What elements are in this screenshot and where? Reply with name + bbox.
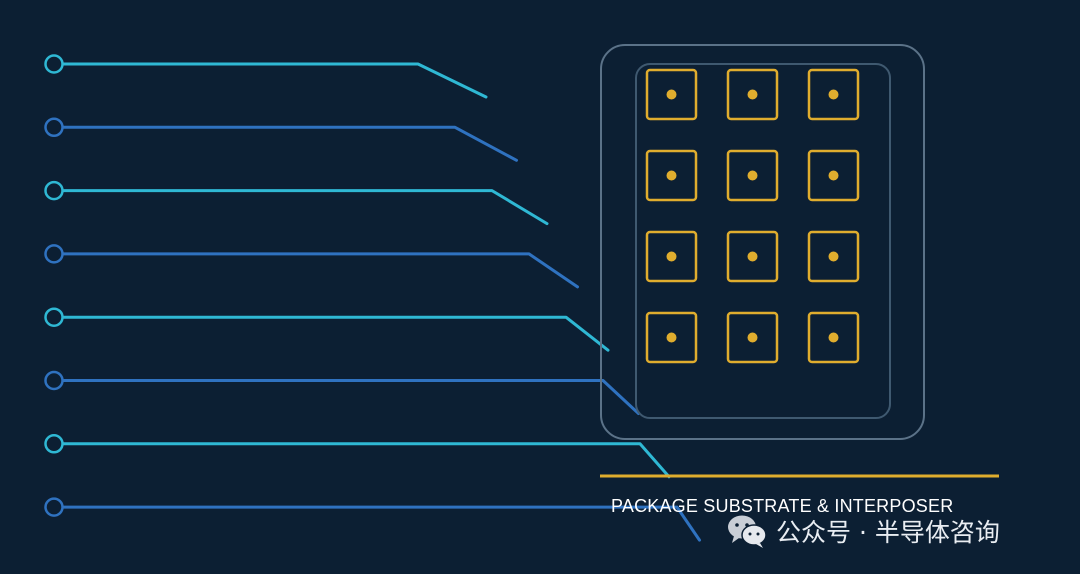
pad-outline — [807, 230, 860, 283]
pad-outline — [726, 149, 779, 202]
bond-pad — [645, 230, 698, 283]
pad-dot — [666, 251, 677, 262]
trace-7 — [44, 434, 671, 479]
pad-outline — [726, 68, 779, 121]
bond-pad — [645, 311, 698, 364]
pad-dot — [666, 170, 677, 181]
trace-terminal — [44, 180, 64, 201]
trace-line — [61, 379, 640, 415]
pad-outline — [645, 68, 698, 121]
pad-outline — [645, 230, 698, 283]
trace-line — [61, 189, 549, 226]
bond-pad — [807, 68, 860, 121]
watermark-text: 公众号 · 半导体咨询 — [776, 518, 1000, 547]
pad-dot — [666, 89, 677, 100]
substrate-label: PACKAGE SUBSTRATE & INTERPOSER — [611, 496, 953, 516]
trace-line — [61, 442, 671, 479]
pad-dot — [747, 89, 758, 100]
pad-dot — [828, 332, 839, 343]
pad-outline — [726, 230, 779, 283]
pad-dot — [747, 332, 758, 343]
pad-outline — [807, 149, 860, 202]
bond-pad — [645, 149, 698, 202]
trace-terminal — [44, 497, 64, 517]
pad-outline — [807, 311, 860, 364]
die-outline — [635, 63, 891, 419]
pad-dot — [747, 251, 758, 262]
trace-terminal — [44, 54, 64, 74]
pad-dot — [828, 89, 839, 100]
bond-pad — [726, 68, 779, 121]
pad-dot — [828, 251, 839, 262]
trace-5 — [44, 307, 610, 352]
pad-outline — [726, 311, 779, 364]
bond-pad — [726, 311, 779, 364]
trace-6 — [44, 370, 640, 415]
bond-pad — [726, 149, 779, 202]
pad-outline — [807, 68, 860, 121]
trace-4 — [44, 244, 579, 289]
bond-pad — [807, 230, 860, 283]
package-outline — [600, 44, 925, 440]
pad-grid — [645, 68, 860, 364]
pad-dot — [666, 332, 677, 343]
wechat-icon — [728, 515, 767, 548]
pad-outline — [645, 311, 698, 364]
bond-pad — [645, 68, 698, 121]
trace-line — [61, 252, 579, 289]
trace-line — [61, 125, 518, 162]
trace-terminal — [44, 434, 64, 454]
trace-terminal — [44, 307, 64, 327]
watermark: 公众号 · 半导体咨询 — [726, 512, 1000, 550]
bond-pad — [807, 149, 860, 202]
signal-traces — [44, 54, 701, 542]
trace-terminal — [44, 117, 64, 138]
trace-3 — [44, 180, 549, 226]
trace-terminal — [44, 244, 64, 264]
trace-line — [61, 505, 701, 542]
pad-outline — [645, 149, 698, 202]
trace-8 — [44, 497, 701, 542]
trace-1 — [44, 54, 488, 99]
pad-dot — [828, 170, 839, 181]
bond-pad — [807, 311, 860, 364]
pad-dot — [747, 170, 758, 181]
trace-line — [61, 62, 488, 99]
trace-2 — [44, 117, 518, 162]
trace-line — [61, 315, 610, 352]
bond-pad — [726, 230, 779, 283]
trace-terminal — [44, 370, 64, 391]
